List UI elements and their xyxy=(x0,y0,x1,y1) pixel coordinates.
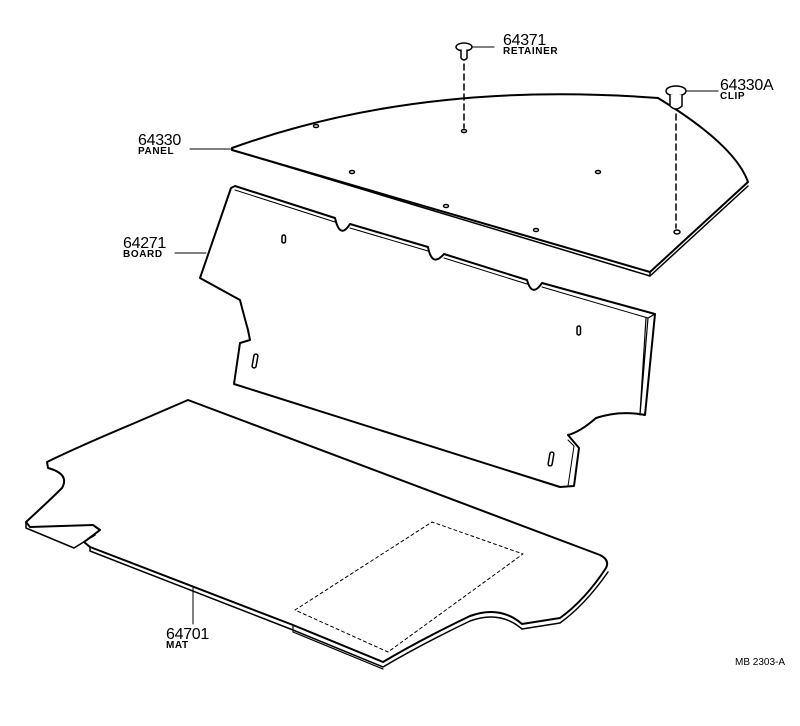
mat-part-name: MAT xyxy=(166,640,189,651)
clip-label: 64330A CLIP xyxy=(720,77,774,102)
panel-part-number: 64330 xyxy=(138,132,181,149)
board-part-name: BOARD xyxy=(123,249,163,260)
panel-label: 64330 PANEL xyxy=(138,133,181,157)
board-part xyxy=(199,185,656,488)
retainer-label: 64371 RETAINER xyxy=(503,33,558,57)
mat-part xyxy=(25,399,609,670)
mat-part-number: 64701 xyxy=(166,626,209,643)
drawing-code: MB 2303-A xyxy=(735,657,786,668)
retainer-part xyxy=(455,42,495,129)
mat-label: 64701 MAT xyxy=(166,627,209,651)
board-part-number: 64271 xyxy=(123,235,166,252)
panel-part-name: PANEL xyxy=(138,146,175,157)
clip-part xyxy=(665,85,719,229)
clip-part-name: CLIP xyxy=(720,91,746,102)
clip-part-number: 64330A xyxy=(720,77,774,94)
retainer-part-number: 64371 xyxy=(503,32,546,49)
retainer-part-name: RETAINER xyxy=(503,46,559,57)
panel-part xyxy=(231,93,749,277)
board-label: 64271 BOARD xyxy=(123,236,166,260)
